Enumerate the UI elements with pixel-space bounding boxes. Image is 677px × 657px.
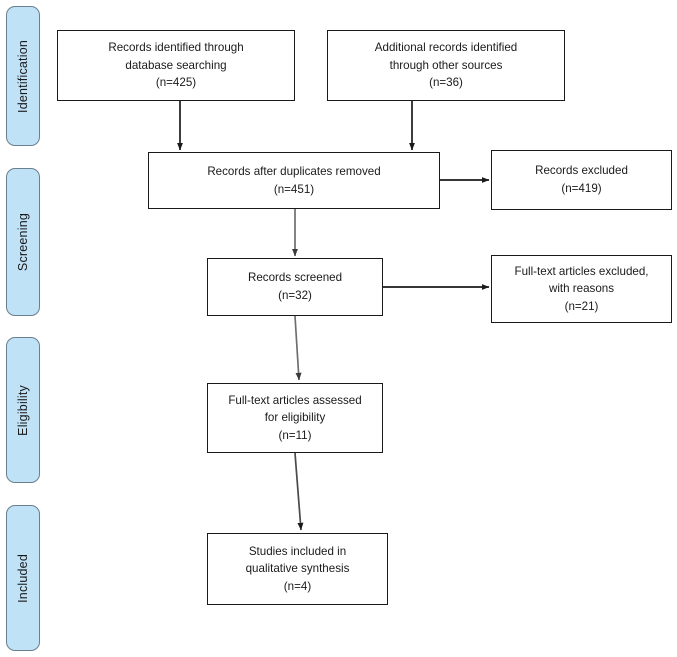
stage-label-included-text: Included (16, 553, 30, 603)
stage-label-screening: Screening (6, 168, 40, 316)
stage-label-identification-text: Identification (16, 39, 30, 113)
arrow-screened-to-assessed (294, 315, 302, 381)
stage-label-identification: Identification (6, 6, 40, 146)
stage-label-eligibility: Eligibility (6, 337, 40, 483)
box-fulltext-assessed-line-3: (n=11) (278, 428, 312, 442)
box-fulltext-excluded: Full-text articles excluded, with reason… (491, 255, 672, 323)
box-additional-records: Additional records identified through ot… (327, 30, 565, 101)
box-additional-records-line-2: through other sources (389, 58, 503, 72)
box-records-identified: Records identified through database sear… (57, 30, 295, 101)
stage-label-included: Included (6, 505, 40, 651)
stage-label-screening-text: Screening (16, 212, 30, 272)
box-fulltext-assessed-line-1: Full-text articles assessed (228, 393, 362, 407)
box-records-excluded-line-2: (n=419) (561, 182, 602, 195)
box-fulltext-assessed-line-2: for eligibility (264, 411, 326, 425)
arrow-assessed-to-included (294, 452, 304, 531)
box-studies-included-line-1: Studies included in (248, 544, 347, 558)
box-records-identified-line-3: (n=425) (155, 76, 197, 90)
box-fulltext-excluded-line-1: Full-text articles excluded, (514, 264, 649, 278)
box-records-excluded: Records excluded (n=419) (491, 150, 672, 210)
box-duplicates-removed-line-2: (n=451) (273, 182, 315, 196)
box-fulltext-excluded-line-3: (n=21) (564, 299, 599, 313)
box-fulltext-assessed: Full-text articles assessed for eligibil… (207, 383, 383, 453)
box-duplicates-removed: Records after duplicates removed (n=451) (148, 152, 440, 209)
box-studies-included-line-2: qualitative synthesis (245, 562, 350, 576)
box-records-screened: Records screened (n=32) (207, 258, 383, 316)
box-records-identified-line-2: database searching (125, 58, 227, 72)
box-records-screened-line-2: (n=32) (278, 289, 312, 302)
box-additional-records-line-3: (n=36) (429, 76, 463, 90)
box-additional-records-line-1: Additional records identified (374, 41, 518, 55)
box-records-excluded-line-1: Records excluded (535, 164, 628, 178)
box-duplicates-removed-line-1: Records after duplicates removed (207, 164, 381, 178)
box-studies-included-line-3: (n=4) (283, 579, 312, 593)
box-records-identified-line-1: Records identified through (108, 41, 244, 55)
box-studies-included: Studies included in qualitative synthesi… (207, 533, 388, 605)
stage-label-eligibility-text: Eligibility (16, 384, 30, 436)
box-records-screened-line-1: Records screened (247, 271, 343, 285)
box-fulltext-excluded-line-2: with reasons (548, 282, 615, 296)
